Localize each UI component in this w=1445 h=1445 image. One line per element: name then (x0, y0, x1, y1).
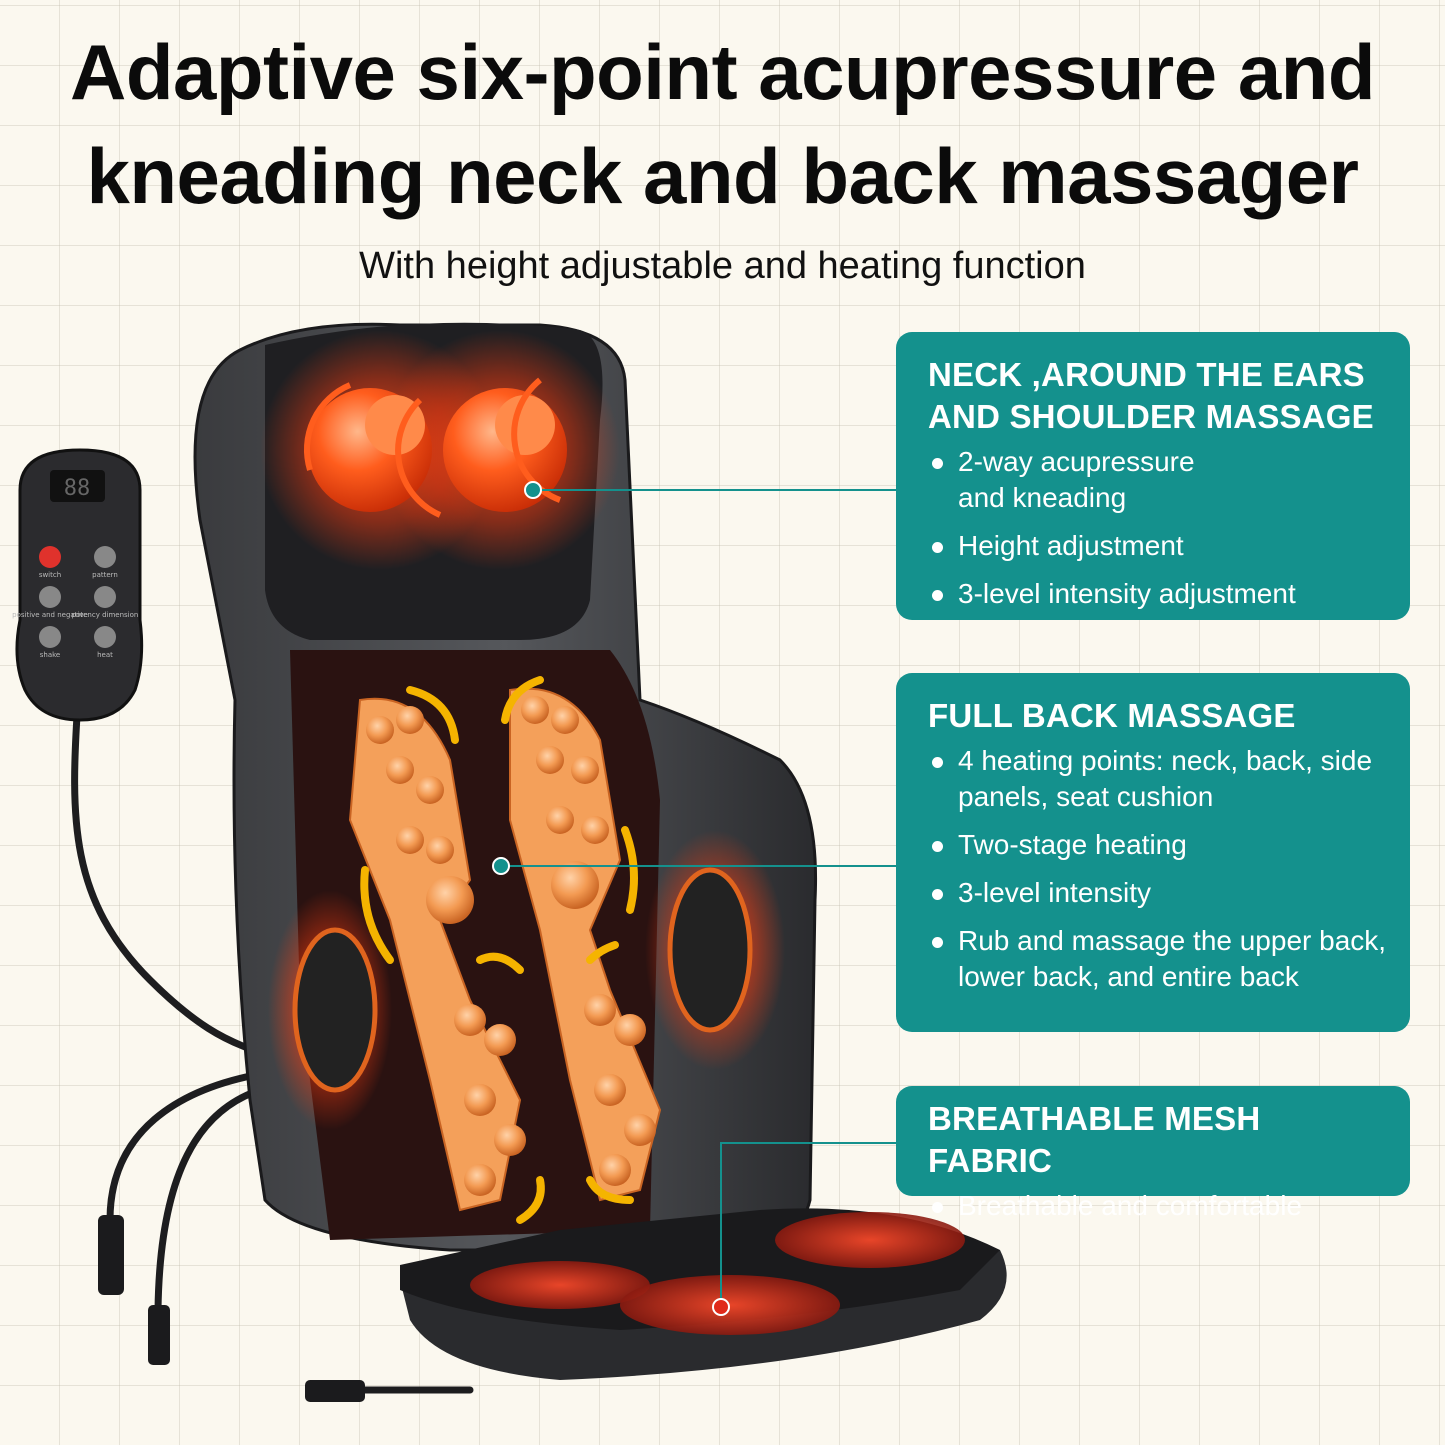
headline-line-1: Adaptive six-point acupressure and (69, 28, 1376, 116)
leader-line-neck (532, 489, 896, 491)
sun-icon[interactable] (94, 546, 116, 568)
feature-bullet: 3-level intensity (928, 875, 1390, 911)
feature-panel-back: FULL BACK MASSAGE 4 heating points: neck… (896, 673, 1410, 1032)
movement-arrows (360, 676, 638, 1224)
panel-title: BREATHABLE MESH FABRIC (928, 1100, 1261, 1179)
signal-bars-icon[interactable] (94, 586, 116, 608)
feature-list: 4 heating points: neck, back, side panel… (928, 743, 1390, 995)
rotate-icon[interactable] (39, 586, 61, 608)
right-roller-bar (509, 687, 662, 1202)
leader-dot-mesh (712, 1298, 730, 1316)
remote-display-text: 88 (64, 476, 91, 501)
power-icon[interactable] (39, 546, 61, 568)
subtitle: With height adjustable and heating funct… (359, 245, 1086, 287)
feature-list: 2-way acupressure and kneading Height ad… (928, 444, 1390, 612)
heat-waves-icon[interactable] (94, 626, 116, 648)
feature-bullet: Two-stage heating (928, 827, 1390, 863)
seat-heat-zone-3 (775, 1212, 965, 1268)
remote-label-potency: potency dimension (72, 611, 139, 619)
cable-connector-1 (98, 1215, 124, 1295)
remote-control: 88 switch pattern positive and negative … (12, 448, 144, 722)
remote-label-shake: shake (40, 651, 60, 659)
leader-dot-back (492, 857, 510, 875)
headline-line-2: kneading neck and back massager (86, 132, 1359, 220)
feature-bullet: Rub and massage the upper back, lower ba… (928, 923, 1390, 995)
feature-bullet: Height adjustment (928, 528, 1390, 564)
right-side-roller (667, 867, 753, 1033)
remote-label-switch: switch (39, 571, 61, 579)
feature-bullet: 3-level intensity adjustment (928, 576, 1390, 612)
leader-dot-neck (524, 481, 542, 499)
feature-bullet: 4 heating points: neck, back, side panel… (928, 743, 1390, 815)
left-roller-bar (348, 697, 526, 1212)
massager-illustration: 88 switch pattern positive and negative … (12, 322, 1007, 1402)
seat-heat-zone-1 (470, 1261, 650, 1309)
remote-label-heat: heat (97, 651, 113, 659)
vibration-icon[interactable] (39, 626, 61, 648)
leader-line-mesh-vertical (720, 1142, 722, 1302)
cable-connector-3 (305, 1380, 365, 1402)
leader-line-mesh (720, 1142, 896, 1144)
feature-list: Breathable and comfortable (928, 1188, 1390, 1224)
cable-connector-2 (148, 1305, 170, 1365)
panel-title: FULL BACK MASSAGE (928, 697, 1296, 734)
remote-display (50, 470, 105, 502)
feature-bullet: Breathable and comfortable (928, 1188, 1390, 1224)
remote-label-pattern: pattern (92, 571, 118, 579)
leader-line-back (500, 865, 896, 867)
seat-heat-zone-2 (620, 1275, 840, 1335)
feature-panel-mesh: BREATHABLE MESH FABRIC Breathable and co… (896, 1086, 1410, 1221)
feature-bullet: 2-way acupressure and kneading (928, 444, 1390, 516)
left-side-roller (292, 927, 378, 1093)
remote-label-positive-negative: positive and negative (12, 611, 88, 619)
